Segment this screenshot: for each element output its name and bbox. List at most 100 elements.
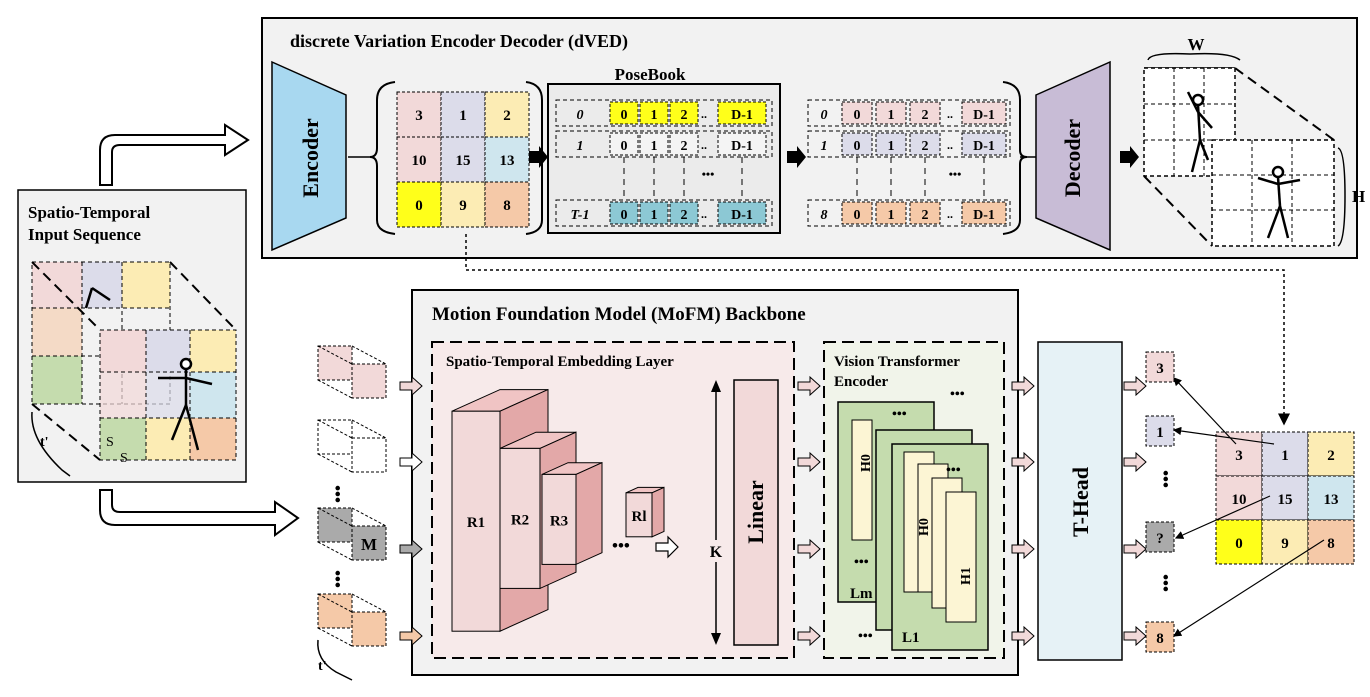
out-dots-1: ••• <box>1156 470 1175 488</box>
input-title-line2: Input Sequence <box>28 225 141 244</box>
target-value: 15 <box>1278 492 1293 508</box>
token-cell <box>396 136 442 183</box>
decoded-cell-label: 1 <box>888 108 895 123</box>
connector-arrow <box>399 625 423 647</box>
vit-title-line1: Vision Transformer <box>834 354 960 370</box>
vit-dots-5: ••• <box>858 629 873 644</box>
cubes-dots-2: ••• <box>328 570 347 588</box>
k-label: K <box>710 544 723 561</box>
code-cell <box>669 101 699 125</box>
posebook-row <box>555 199 773 227</box>
code-cell <box>717 201 767 225</box>
arrow-to-output <box>1120 146 1139 168</box>
res-block-side <box>651 486 665 538</box>
arrow-to-dved <box>99 123 250 186</box>
target-value: 0 <box>1235 536 1243 552</box>
code-cell-label: 2 <box>681 208 688 223</box>
connector-arrow <box>1123 375 1147 397</box>
target-cell <box>1307 519 1355 565</box>
cube-back <box>317 345 353 381</box>
token-cell <box>484 181 530 228</box>
code-cell <box>717 132 767 156</box>
decoded-cell <box>875 101 907 125</box>
encoder-label: Encoder <box>298 118 323 198</box>
cube-edge <box>351 345 387 365</box>
cube-front <box>351 525 387 561</box>
token-cell <box>440 91 486 138</box>
decoded-cell <box>841 201 873 225</box>
arrow-to-mofm <box>99 489 300 537</box>
decoded-cell-label: 0 <box>854 108 861 123</box>
dim-h-label: H <box>1352 187 1365 206</box>
link-15 <box>1174 495 1271 539</box>
output-token-label: 3 <box>1156 361 1164 377</box>
cube-edge <box>351 419 387 439</box>
output-token-label: ? <box>1156 531 1164 547</box>
encoder-block <box>271 60 347 252</box>
token-target-link <box>465 234 1290 426</box>
code-ellipsis: .. <box>701 107 707 121</box>
posebook-dots: ••• <box>702 167 715 181</box>
output-token <box>1145 621 1175 653</box>
token-value: 10 <box>412 153 427 169</box>
output-token <box>1145 415 1175 447</box>
decoded-cell-label: 1 <box>888 208 895 223</box>
code-ellipsis: .. <box>701 207 707 221</box>
decoded-ellipsis: .. <box>947 138 953 152</box>
cube-t-label: t' <box>318 659 327 674</box>
cube-edge <box>317 453 353 473</box>
code-ellipsis: .. <box>701 138 707 152</box>
code-cell-label: 0 <box>621 208 628 223</box>
input-token-cube: M <box>317 507 387 561</box>
connector-arrows <box>399 375 1147 647</box>
decoded-row <box>807 130 1011 158</box>
target-value: 1 <box>1281 448 1289 464</box>
res-block-label: R3 <box>550 513 568 529</box>
arrow-to-posebook <box>529 146 548 168</box>
mofm-title: Motion Foundation Model (MoFM) Backbone <box>432 304 806 325</box>
token-value: 8 <box>503 198 511 214</box>
decoded-cell <box>875 132 907 156</box>
decoded-cell-label: 2 <box>922 108 929 123</box>
decoder-label: Decoder <box>1060 119 1085 197</box>
output-volume: W H <box>1143 35 1365 247</box>
decoded-cell-label: 2 <box>922 208 929 223</box>
code-cell-label: 0 <box>621 139 628 154</box>
pose-figure-icon <box>1186 91 1213 173</box>
cube-back <box>317 507 353 543</box>
connector-arrow <box>797 451 821 473</box>
code-cell-label: 1 <box>651 139 658 154</box>
input-token-cubes: M <box>317 345 387 647</box>
linear-label: Linear <box>743 480 768 544</box>
connector-arrow <box>1011 451 1035 473</box>
cube-edge <box>317 593 353 613</box>
res-block-front <box>541 473 577 565</box>
cubes-dots-1: ••• <box>328 485 347 503</box>
posebook-row-index: T-1 <box>571 208 590 223</box>
decoded-cell <box>961 132 1007 156</box>
input-token-cube <box>317 345 387 399</box>
decoded-cell <box>961 101 1007 125</box>
output-token-label: 8 <box>1156 631 1164 647</box>
connector-arrow <box>797 538 821 560</box>
res-block-label: R1 <box>467 515 485 531</box>
connector-arrow <box>1123 451 1147 473</box>
thead-block <box>1037 341 1123 661</box>
token-value: 0 <box>415 198 423 214</box>
link-8 <box>1172 539 1325 637</box>
head-label-h1: H1 <box>959 567 974 585</box>
code-cell <box>609 201 639 225</box>
decoded-row-index: 8 <box>821 208 828 223</box>
cube-edge <box>317 541 353 561</box>
transformer-layers: ••• ••• ••• ••• ••• H0 H0 H1 Lm L1 <box>837 387 989 651</box>
cube-back <box>317 593 353 629</box>
posebook-row-index: 1 <box>577 139 584 154</box>
connector-arrow <box>1011 538 1035 560</box>
decoded-ellipsis: .. <box>947 207 953 221</box>
code-cell <box>639 132 669 156</box>
cube-edge <box>317 379 353 399</box>
decoded-cell <box>841 132 873 156</box>
code-cell-label: D-1 <box>731 108 753 123</box>
